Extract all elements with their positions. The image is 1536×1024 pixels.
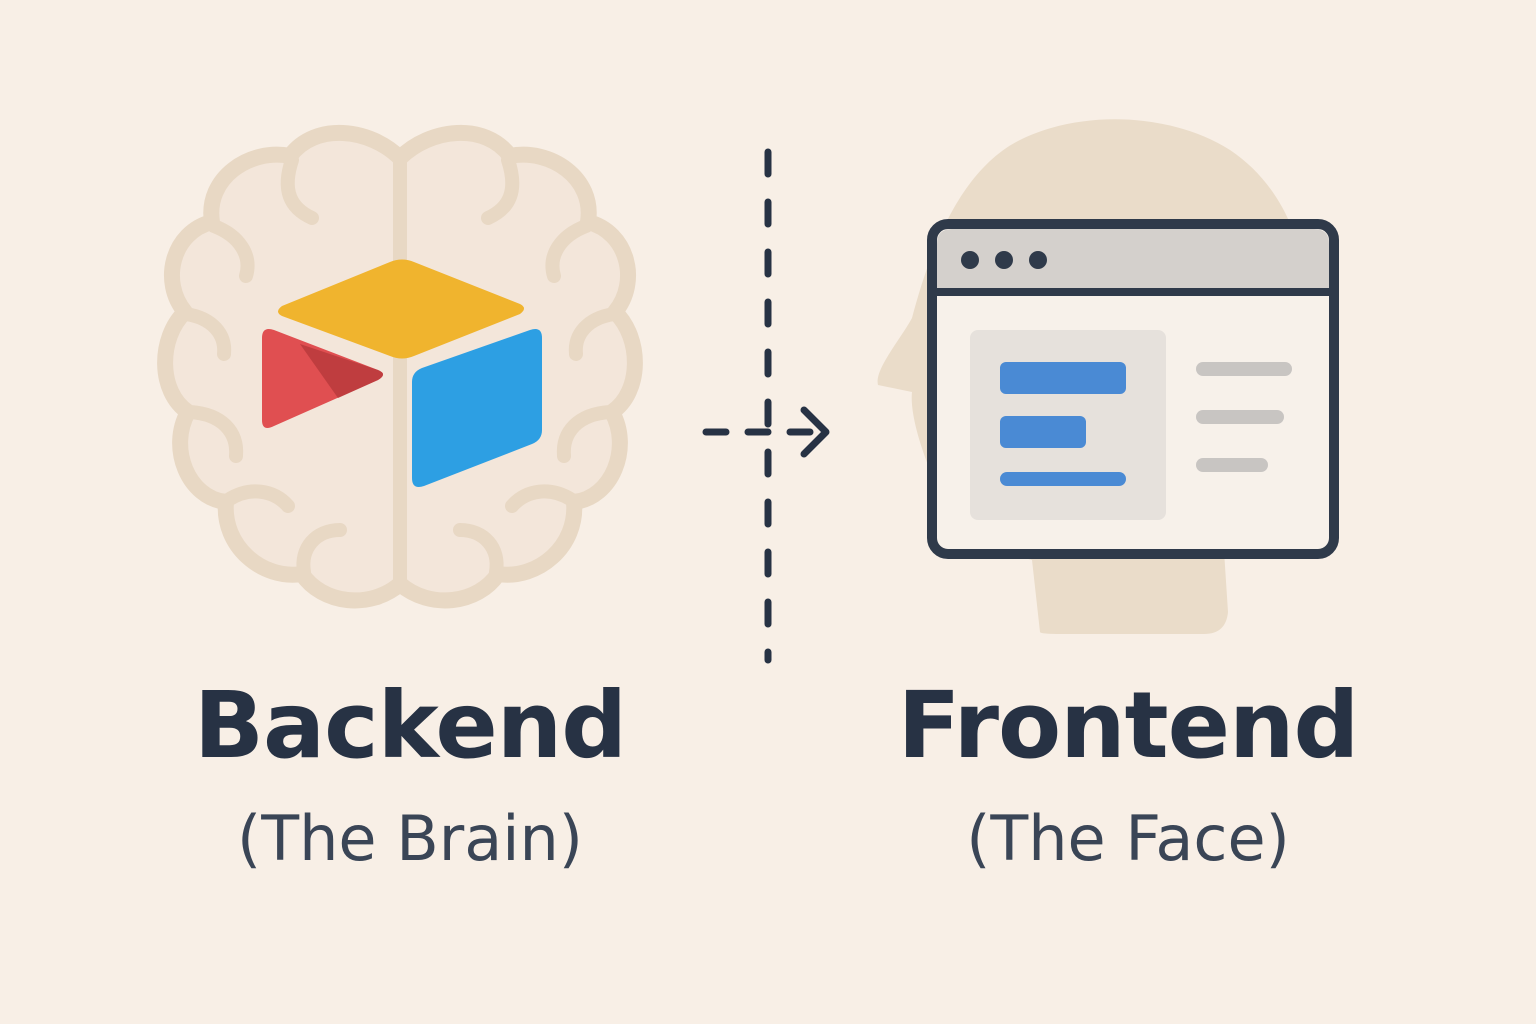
brain-folds (179, 153, 621, 589)
blue-bar-3 (1000, 472, 1126, 486)
window-dot-2 (995, 251, 1013, 269)
gray-line-2 (1196, 410, 1284, 424)
arrow-head (800, 406, 830, 458)
brain-icon (157, 125, 643, 609)
blue-bar-1 (1000, 362, 1126, 394)
backend-title: Backend (193, 672, 627, 779)
window-dot-1 (961, 251, 979, 269)
dashed-arrow-icon (702, 148, 830, 664)
logo-blue-face (412, 329, 542, 487)
frontend-subtitle: (The Face) (966, 802, 1290, 875)
browser-titlebar (937, 229, 1329, 289)
logo-red-face (262, 329, 383, 428)
logo-yellow-face (278, 259, 524, 359)
blue-bar-2 (1000, 416, 1086, 448)
window-dot-3 (1029, 251, 1047, 269)
gray-line-3 (1196, 458, 1268, 472)
browser-window-icon (927, 219, 1339, 559)
gray-line-1 (1196, 362, 1292, 376)
frontend-title: Frontend (897, 672, 1360, 779)
airtable-logo-icon (262, 259, 542, 487)
backend-subtitle: (The Brain) (237, 802, 583, 875)
logo-red-shade (300, 344, 383, 398)
